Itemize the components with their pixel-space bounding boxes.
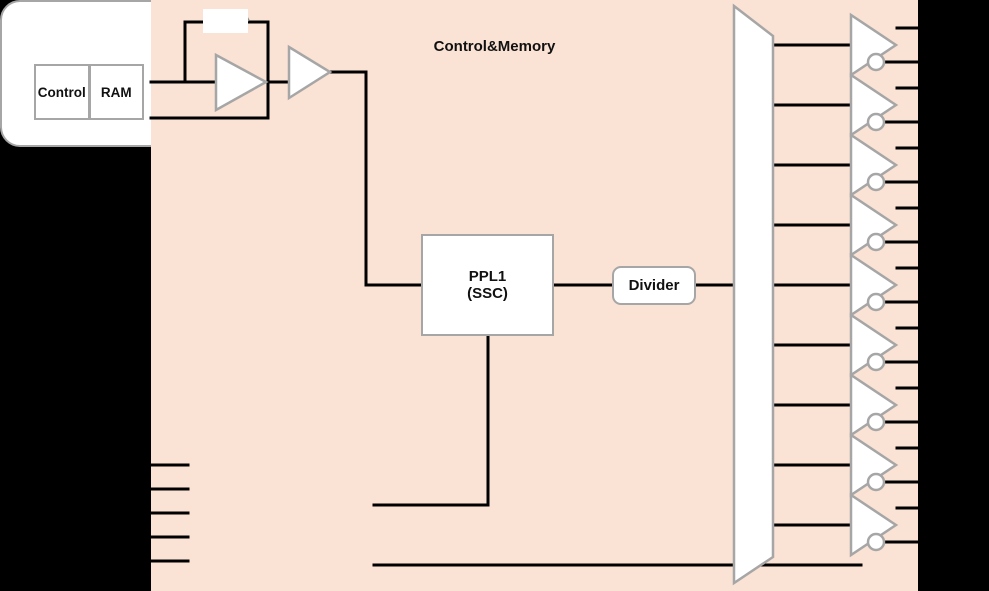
pll-label-line1: PPL1 xyxy=(468,267,507,285)
output-buffer-3 xyxy=(849,132,899,198)
pll-label-line2: (SSC) xyxy=(467,285,508,302)
wire-pll-to-control xyxy=(372,334,490,507)
output-buffer-5 xyxy=(849,252,899,318)
wire-feedback-right xyxy=(245,20,270,84)
control-memory-subblocks: Control RAM xyxy=(34,64,144,120)
ram-subblock[interactable]: RAM xyxy=(89,64,144,120)
output-mux-icon xyxy=(732,3,775,586)
divider-label: Divider xyxy=(628,276,680,294)
output-buffer-group xyxy=(849,12,899,558)
control-subblock[interactable]: Control xyxy=(34,64,90,120)
oscillator-inverter-icon xyxy=(214,52,269,113)
divider-block[interactable]: Divider xyxy=(612,266,696,305)
ram-subblock-label: RAM xyxy=(100,84,132,100)
control-subblock-label: Control xyxy=(37,84,86,100)
output-buffer-9 xyxy=(849,492,899,558)
output-buffer-1 xyxy=(849,12,899,78)
output-buffer-8 xyxy=(849,432,899,498)
wire-feedback-left xyxy=(183,20,207,84)
output-buffer-2 xyxy=(849,72,899,138)
output-buffer-4 xyxy=(849,192,899,258)
wire-xout xyxy=(149,80,270,120)
control-memory-label: Control&Memory xyxy=(433,38,556,55)
buffer-amplifier-icon xyxy=(287,44,333,101)
output-buffer-7 xyxy=(849,372,899,438)
output-buffer-6 xyxy=(849,312,899,378)
pll-block[interactable]: PPL1 (SSC) xyxy=(421,234,554,336)
wire-buf-to-pll xyxy=(325,70,423,287)
resistor-body xyxy=(203,9,248,33)
